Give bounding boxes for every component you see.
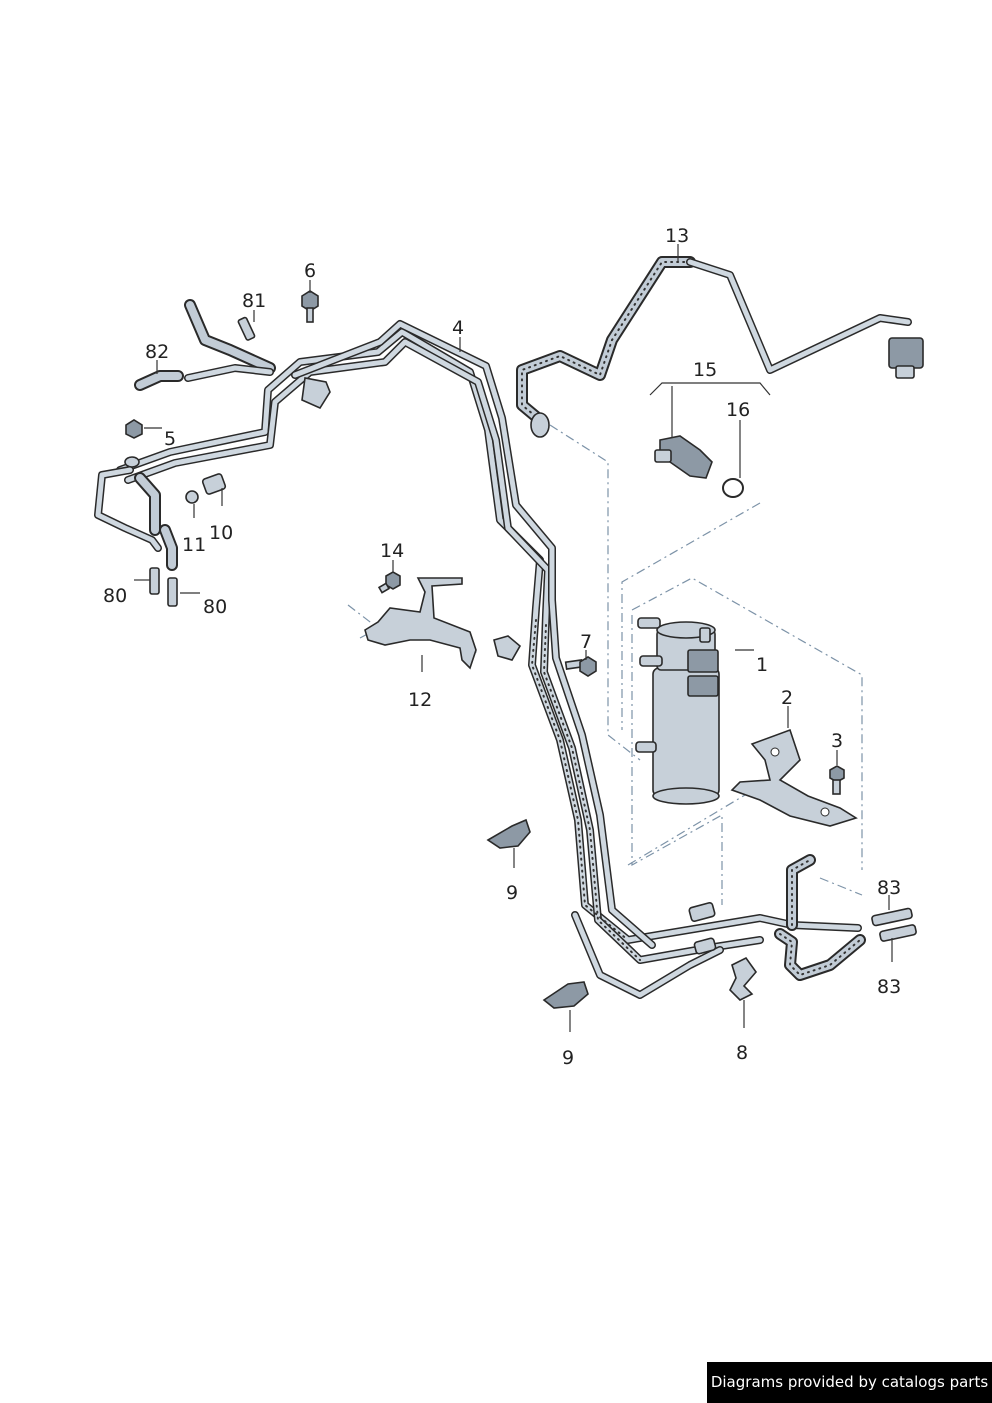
credit-banner: Diagrams provided by catalogs parts <box>707 1362 992 1403</box>
bracket-12 <box>364 571 522 670</box>
connector-83-upper <box>871 907 913 927</box>
seal-ring-11 <box>185 490 199 504</box>
callout-12: 12 <box>408 689 432 711</box>
callout-6: 6 <box>304 260 316 282</box>
fitting-10 <box>201 473 227 495</box>
callout-2: 2 <box>781 687 793 709</box>
filter-bracket-2 <box>730 728 858 827</box>
nut-5 <box>125 419 143 439</box>
callout-82: 82 <box>145 341 169 363</box>
bolt-7 <box>564 656 597 677</box>
callout-10: 10 <box>209 522 233 544</box>
callout-81: 81 <box>242 290 266 312</box>
bolt-6-and-clip <box>301 290 331 410</box>
callout-80-right: 80 <box>203 596 227 618</box>
small-fittings-left <box>124 419 227 504</box>
sensor-15-and-seal-16 <box>654 435 744 498</box>
callout-9-lower: 9 <box>562 1047 574 1069</box>
callout-83-upper: 83 <box>877 877 901 899</box>
callout-5: 5 <box>164 428 176 450</box>
leader-lines <box>134 244 893 1032</box>
clamp-9-lower <box>542 981 589 1009</box>
callout-8: 8 <box>736 1042 748 1064</box>
callout-80-left: 80 <box>103 585 127 607</box>
o-ring <box>722 478 744 498</box>
callout-11: 11 <box>182 534 206 556</box>
callout-3: 3 <box>831 730 843 752</box>
bracket-clip <box>493 635 522 661</box>
callout-15: 15 <box>693 359 717 381</box>
callout-83-lower: 83 <box>877 976 901 998</box>
pipe-holder-bracket <box>301 377 331 410</box>
callout-16: 16 <box>726 399 750 421</box>
hose-sleeve-81 <box>237 316 256 341</box>
bolt-3 <box>829 765 845 783</box>
callout-9-upper: 9 <box>506 882 518 904</box>
callout-1: 1 <box>756 654 768 676</box>
connector-83-lower <box>879 924 917 942</box>
hose-sleeve-80-left <box>149 567 160 595</box>
clamp-8 <box>729 956 758 1001</box>
return-hose-13 <box>516 256 924 438</box>
callout-labels: 1 2 3 4 5 6 7 8 9 9 10 11 12 13 14 15 16… <box>103 225 901 1069</box>
left-hose-group <box>94 299 276 607</box>
fuel-filter-1 <box>635 617 720 805</box>
clamps <box>486 818 758 1009</box>
callout-13: 13 <box>665 225 689 247</box>
callout-4: 4 <box>452 317 464 339</box>
clamp-9-upper <box>486 818 531 849</box>
callout-7: 7 <box>580 631 592 653</box>
hose-sleeve-80-right <box>167 577 178 607</box>
fuel-line-bundle <box>116 320 862 999</box>
grommet <box>124 456 140 468</box>
callout-14: 14 <box>380 540 404 562</box>
right-hose-group <box>688 854 917 981</box>
